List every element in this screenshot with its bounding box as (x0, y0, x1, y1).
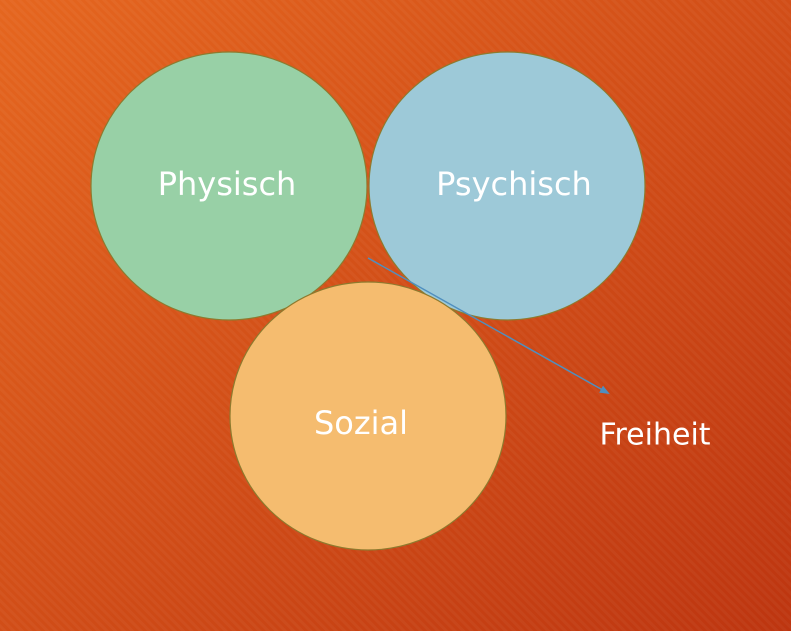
circle-sozial (229, 281, 507, 551)
label-psychisch: Psychisch (436, 165, 592, 203)
label-physisch: Physisch (158, 165, 297, 203)
label-freiheit: Freiheit (599, 418, 710, 453)
circle-psychisch (368, 51, 646, 321)
circle-physisch (90, 51, 368, 321)
arrow-to-freiheit (367, 257, 610, 394)
label-sozial: Sozial (314, 404, 408, 442)
